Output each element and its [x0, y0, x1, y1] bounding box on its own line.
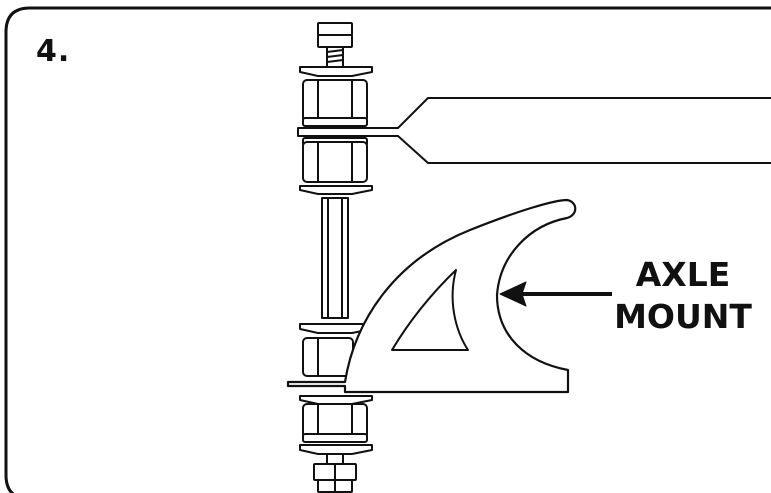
bottom-thread	[326, 453, 344, 465]
bottom-cup-washer	[299, 444, 373, 455]
top-washer	[299, 66, 373, 77]
mount-cutout	[391, 269, 469, 351]
upper-bushing	[302, 79, 368, 127]
panel-frame	[4, 6, 771, 493]
nut-icon	[313, 463, 357, 493]
step-number: 4.	[36, 34, 71, 69]
deck-plate	[297, 97, 771, 164]
axle-mount-label: AXLE MOUNT	[608, 254, 758, 338]
callout-line-2: MOUNT	[614, 297, 752, 336]
bottom-bushing	[302, 403, 368, 443]
arrow-icon	[499, 281, 612, 307]
bolt-head-icon	[317, 22, 353, 48]
axle-sleeve	[321, 197, 349, 319]
mount-top-bushing	[302, 337, 354, 377]
lower-bushing	[302, 137, 368, 183]
callout-line-1: AXLE	[635, 255, 731, 294]
middle-washer	[299, 185, 373, 195]
bottom-washer	[299, 395, 373, 405]
thread-section	[326, 46, 344, 68]
